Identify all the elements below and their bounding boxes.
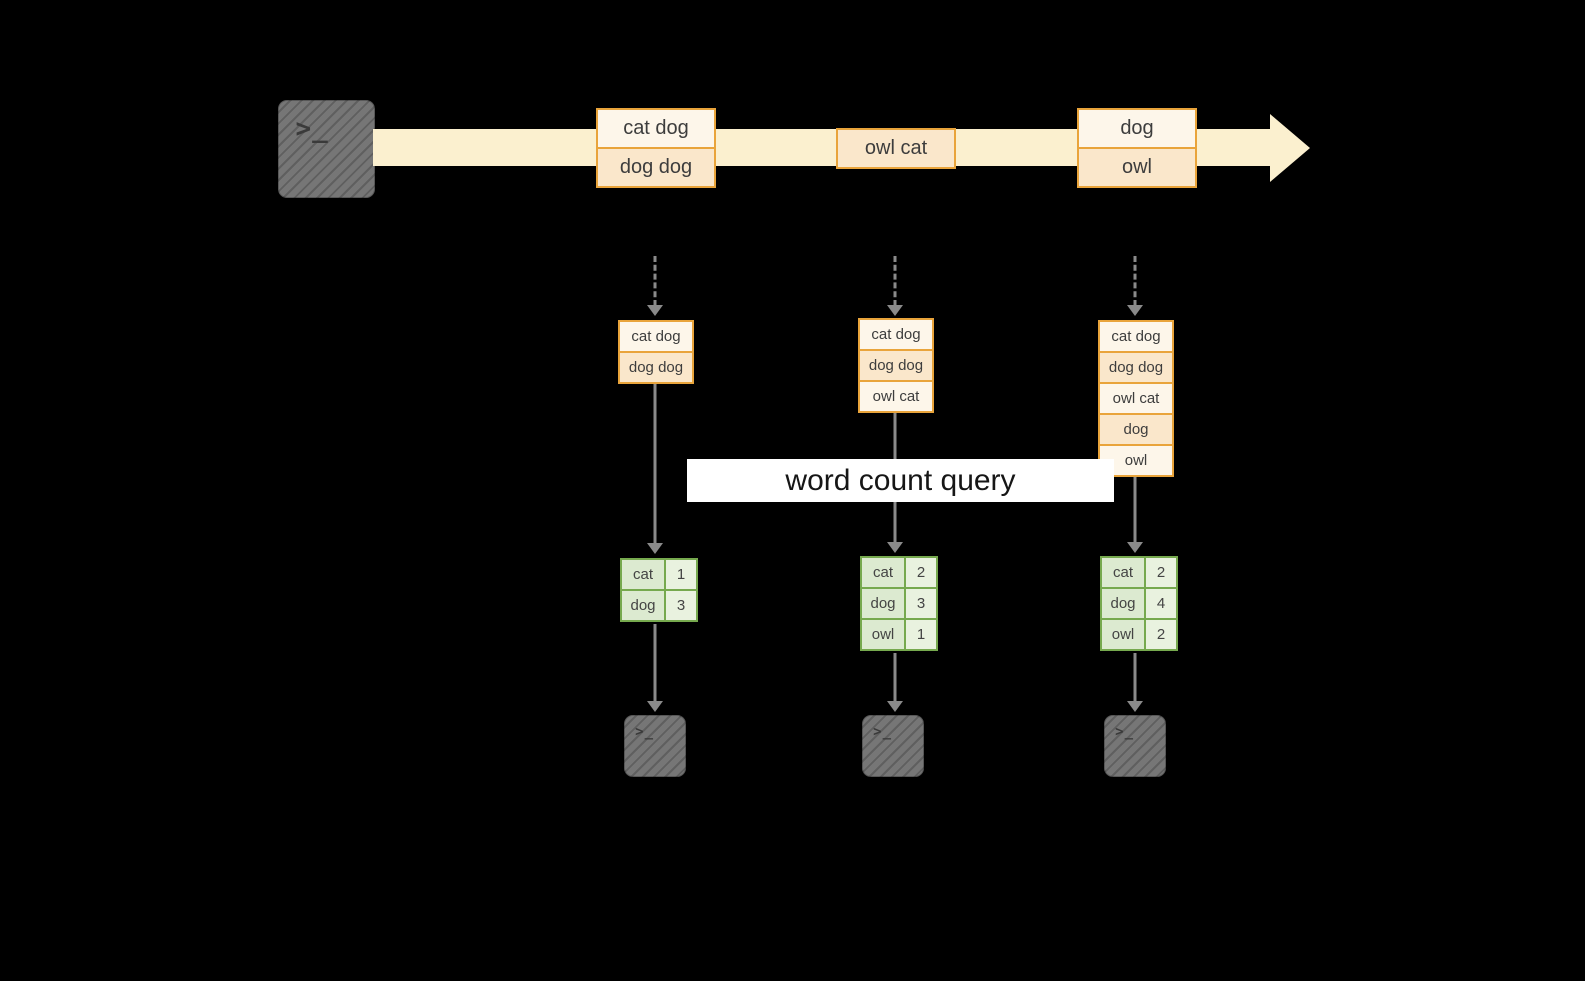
state-row: dog dog	[620, 351, 692, 382]
state-row: cat dog	[631, 328, 681, 345]
word-cell: cat	[1102, 558, 1146, 587]
arrow-line	[1133, 653, 1137, 702]
result-row: dog 3	[862, 587, 936, 618]
result-row: owl 2	[1102, 618, 1176, 649]
state-box-1: cat dog dog dog	[618, 320, 694, 384]
result-table-2: cat 2 dog 3 owl 1	[860, 556, 938, 651]
count-cell: 1	[906, 620, 936, 649]
arrow-head	[647, 305, 663, 316]
input-row: owl	[1079, 147, 1195, 186]
output-terminal-icon: >_	[1104, 715, 1166, 777]
arrow-head	[887, 701, 903, 712]
arrow-head	[1127, 701, 1143, 712]
arrow-line	[653, 384, 657, 544]
result-row: cat 2	[862, 558, 936, 587]
input-batch-2: owl cat	[836, 128, 956, 169]
state-row: cat dog	[1111, 328, 1161, 345]
count-cell: 2	[1146, 620, 1176, 649]
timeline-arrowhead-icon	[1270, 114, 1310, 182]
word-cell: dog	[862, 589, 906, 618]
terminal-prompt-icon: >_	[873, 723, 893, 740]
arrow-line	[653, 256, 657, 306]
result-row: dog 4	[1102, 587, 1176, 618]
input-batch-3: dog owl	[1077, 108, 1197, 188]
result-table-1: cat 1 dog 3	[620, 558, 698, 622]
arrow-head	[887, 305, 903, 316]
word-cell: dog	[622, 591, 666, 620]
input-batch-1: cat dog dog dog	[596, 108, 716, 188]
word-cell: cat	[622, 560, 666, 589]
count-cell: 4	[1146, 589, 1176, 618]
query-banner: word count query	[687, 459, 1114, 502]
word-cell: owl	[1102, 620, 1146, 649]
arrow-line	[653, 624, 657, 702]
terminal-prompt-icon: >_	[635, 723, 655, 740]
arrow-head	[647, 543, 663, 554]
state-row: owl cat	[860, 380, 932, 411]
flow-arrow-down-icon	[887, 653, 903, 712]
flow-arrow-down-icon	[1127, 653, 1143, 712]
arrow-head	[887, 542, 903, 553]
arrow-line	[1133, 256, 1137, 306]
word-cell: owl	[862, 620, 906, 649]
output-terminal-icon: >_	[862, 715, 924, 777]
input-row: cat dog	[623, 117, 689, 139]
count-cell: 3	[906, 589, 936, 618]
state-row: dog	[1100, 413, 1172, 444]
input-row: owl cat	[838, 130, 954, 167]
state-row: dog dog	[860, 349, 932, 380]
result-row: owl 1	[862, 618, 936, 649]
dashed-arrow-down-icon	[887, 256, 903, 316]
word-cell: dog	[1102, 589, 1146, 618]
terminal-prompt-icon: >_	[295, 113, 329, 144]
input-row: dog	[1120, 117, 1154, 139]
arrow-head	[1127, 542, 1143, 553]
count-cell: 2	[1146, 558, 1176, 587]
result-table-3: cat 2 dog 4 owl 2	[1100, 556, 1178, 651]
arrow-line	[893, 653, 897, 702]
flow-arrow-down-icon	[647, 384, 663, 554]
result-row: cat 2	[1102, 558, 1176, 587]
arrow-head	[1127, 305, 1143, 316]
state-row: dog dog	[1100, 351, 1172, 382]
flow-arrow-down-icon	[647, 624, 663, 712]
input-row: dog dog	[598, 147, 714, 186]
count-cell: 3	[666, 591, 696, 620]
result-row: cat 1	[622, 560, 696, 589]
arrow-line	[1133, 477, 1137, 543]
arrow-head	[647, 701, 663, 712]
state-row: owl cat	[1100, 382, 1172, 413]
state-box-2: cat dog dog dog owl cat	[858, 318, 934, 413]
dashed-arrow-down-icon	[1127, 256, 1143, 316]
flow-arrow-down-icon	[1127, 477, 1143, 553]
dashed-arrow-down-icon	[647, 256, 663, 316]
state-row: cat dog	[871, 326, 921, 343]
terminal-prompt-icon: >_	[1115, 723, 1135, 740]
word-cell: cat	[862, 558, 906, 587]
count-cell: 1	[666, 560, 696, 589]
count-cell: 2	[906, 558, 936, 587]
arrow-line	[893, 256, 897, 306]
output-terminal-icon: >_	[624, 715, 686, 777]
state-box-3: cat dog dog dog owl cat dog owl	[1098, 320, 1174, 477]
source-terminal-icon: >_	[278, 100, 375, 198]
state-row: owl	[1100, 444, 1172, 475]
result-row: dog 3	[622, 589, 696, 620]
